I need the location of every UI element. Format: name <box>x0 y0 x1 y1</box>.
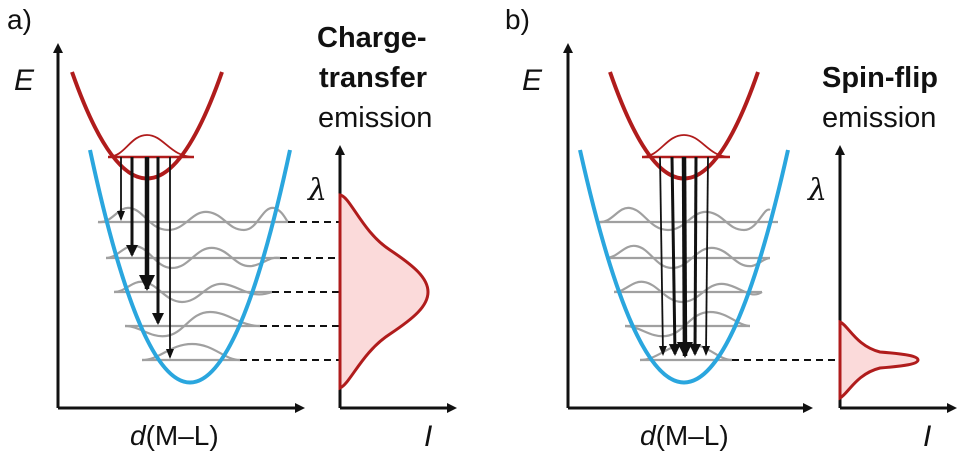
title-line-2-a: transfer <box>319 62 427 94</box>
subtitle-b: emission <box>822 102 937 134</box>
energy-axis-label-a: E <box>14 64 35 97</box>
coordinate-axis-label-a: d(M–L) <box>130 420 219 451</box>
ground-state-curve-a <box>88 149 292 385</box>
excited-wavefunction-b <box>641 134 731 158</box>
excited-wavefunction-a <box>107 134 195 158</box>
projection-lines-a <box>240 221 340 361</box>
energy-axis-label-b: E <box>522 64 543 97</box>
ground-state-curve-b <box>578 149 790 385</box>
panel-a <box>53 43 457 413</box>
lambda-axis-label-a: λ <box>308 173 328 208</box>
emission-arrows-a <box>117 157 174 359</box>
title-line-1-a: Charge- <box>317 22 427 54</box>
coordinate-axis-label-b: d(M–L) <box>640 420 729 451</box>
intensity-axis-label-b: I <box>923 420 932 453</box>
lambda-axis-label-b: λ <box>808 173 828 208</box>
emission-arrows-b <box>658 156 711 358</box>
subtitle-a: emission <box>318 102 433 134</box>
panel-label-b: b) <box>505 4 530 35</box>
title-line-1-b: Spin-flip <box>822 62 938 94</box>
narrow-spectrum-b <box>838 319 920 401</box>
intensity-axis-label-a: I <box>424 420 433 453</box>
panel-b <box>563 43 957 413</box>
broad-spectrum-a <box>338 193 430 391</box>
vibrational-levels-b <box>597 206 778 362</box>
panel-label-a: a) <box>7 4 32 35</box>
